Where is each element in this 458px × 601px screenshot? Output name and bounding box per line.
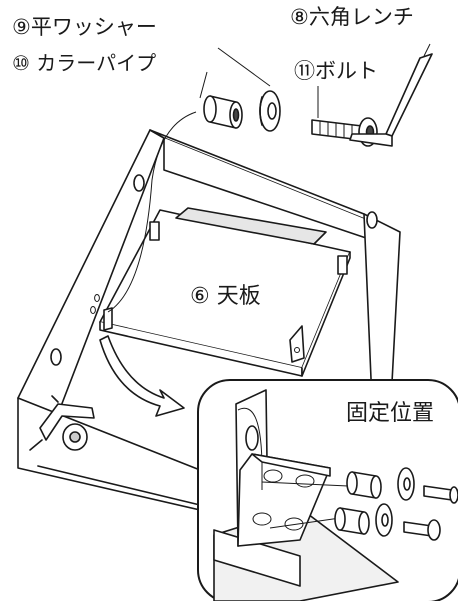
label-hex-wrench: ⑧六角レンチ	[290, 5, 414, 29]
detail-callout	[197, 379, 458, 601]
label-collar-pipe: ⑩ カラーパイプ	[12, 51, 156, 75]
collar-pipe	[203, 95, 243, 129]
leader-lines	[107, 43, 431, 313]
board-label-strip	[175, 207, 327, 245]
hex-wrench	[349, 53, 433, 147]
cabinet-frame	[17, 129, 401, 511]
dowels	[50, 174, 378, 366]
left-hinge	[29, 395, 95, 451]
panel-holes	[90, 294, 100, 314]
front-rail	[17, 397, 201, 511]
label-washer: ⑨平ワッシャー	[12, 15, 157, 39]
label-top-board: ⑥ 天板	[190, 284, 261, 309]
washer	[259, 90, 281, 132]
top-board	[99, 207, 351, 377]
label-bolt: ⑪ボルト	[294, 59, 378, 83]
label-fixing-position: 固定位置	[346, 401, 434, 426]
callout-arrow	[99, 335, 185, 417]
